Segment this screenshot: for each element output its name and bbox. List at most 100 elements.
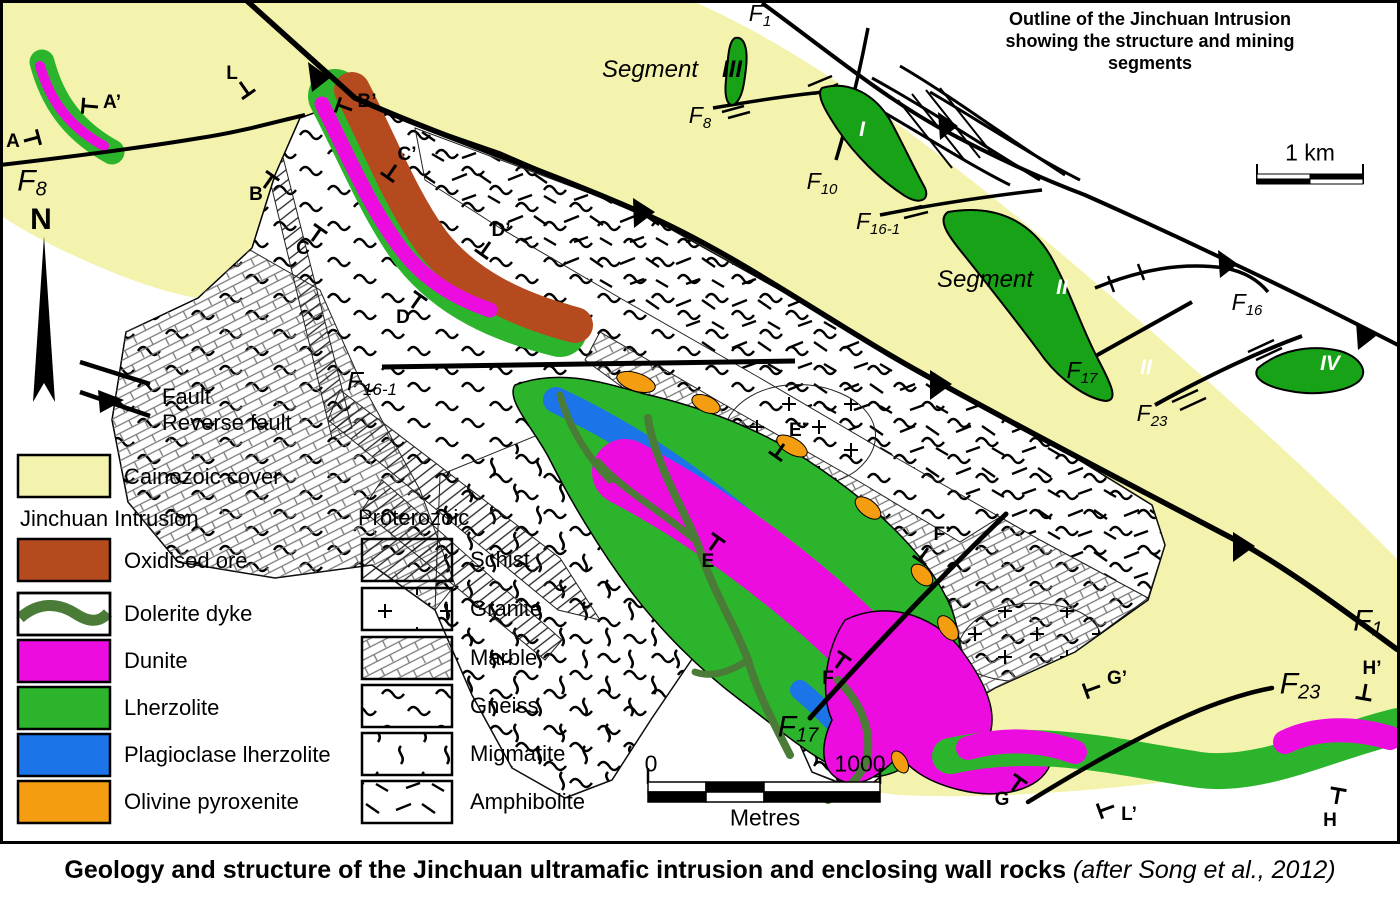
inset-segment-ii-body — [942, 208, 1114, 403]
swatch-dolerite — [16, 591, 113, 637]
swatch-dunite — [16, 638, 112, 684]
inset-segment-ii-num: II — [1056, 276, 1068, 299]
fault-label-f17: F17 — [777, 710, 819, 747]
map-frame — [0, 0, 1400, 844]
section-label-l2: L’ — [1121, 804, 1137, 825]
inset-fault-f16 — [1094, 264, 1270, 294]
swatch-gneiss — [360, 683, 454, 729]
south-dunite-east — [1273, 718, 1400, 754]
legend-dunite-label: Dunite — [124, 648, 188, 673]
figure-caption: Geology and structure of the Jinchuan ul… — [0, 856, 1400, 885]
inset-title-line1: Outline of the Jinchuan Intrusion — [1009, 9, 1291, 29]
inset-segment-ii-lower-num: II — [1140, 356, 1152, 379]
section-label-h: H — [1323, 810, 1337, 831]
inset-fault-label-f16-1: F16-1 — [855, 208, 901, 238]
inset-scale-label: 1 km — [1285, 139, 1335, 166]
section-label-e2: E’ — [789, 420, 807, 441]
segment-iii-band — [308, 69, 593, 357]
swatch-schist — [360, 537, 454, 583]
main-scale-bar — [646, 768, 882, 803]
legend-reverse-fault-label: Reverse fault — [162, 410, 292, 435]
reverse-fault-f1-line — [244, 0, 1400, 653]
northwest-sliver — [29, 49, 125, 165]
inset-map — [712, 1, 1399, 412]
inset-segment-iii-num: III — [721, 56, 743, 83]
north-arrow — [33, 236, 55, 402]
legend-gneiss-label: Gneiss — [470, 693, 539, 718]
section-label-f2: F’ — [933, 524, 951, 545]
oxidised-ore-band — [334, 72, 593, 343]
section-label-b: B — [249, 184, 263, 205]
section-label-g2: G’ — [1106, 668, 1128, 689]
legend-intrusion-heading: Jinchuan Intrusion — [20, 506, 199, 531]
olivine-pyroxenite-patches — [616, 370, 959, 774]
inset-segment-i-body — [819, 84, 928, 202]
inset-reverse-tooth — [1356, 322, 1376, 350]
inset-segment-ii-word: Segment — [936, 266, 1034, 293]
legend-granite-label: Granite — [470, 596, 543, 621]
caption-main: Geology and structure of the Jinchuan ul… — [64, 856, 1066, 884]
segment-ii-intrusion — [512, 370, 1051, 804]
inset-fault-label-f17: F17 — [1066, 357, 1098, 387]
swatch-marble — [360, 635, 454, 681]
inset-fault-f17 — [1091, 300, 1193, 360]
fault-label-f16-1: F16-1 — [347, 366, 397, 399]
inset-fault-label-f23: F23 — [1136, 400, 1168, 430]
section-label-g: G — [994, 789, 1010, 810]
fault-f17-line — [807, 511, 1009, 721]
swatch-plagioclase — [16, 732, 112, 778]
section-label-h2: H’ — [1362, 658, 1382, 679]
dunite-band — [314, 96, 498, 318]
inset-segment-i-num: I — [859, 118, 865, 141]
south-dunite-west — [956, 729, 1087, 764]
inset-title-line2: showing the structure and mining — [1005, 31, 1295, 51]
section-label-b2: B’ — [357, 91, 377, 112]
legend-cainozoic-label: Cainozoic cover — [124, 464, 281, 489]
legend-proterozoic-heading: Proterozoic — [358, 505, 470, 530]
southern-bodies — [932, 685, 1400, 805]
swatch-granite — [360, 586, 454, 632]
legend-dolerite-label: Dolerite dyke — [124, 601, 253, 626]
scale-zero-label: 0 — [644, 750, 658, 777]
fault-label-f23: F23 — [1279, 667, 1321, 704]
section-label-l: L — [226, 63, 238, 84]
swatch-oxidised — [16, 537, 112, 583]
fault-f16-1-line — [381, 358, 796, 370]
legend-fault-label: Fault — [162, 384, 211, 409]
inset-title-line3: segments — [1107, 53, 1193, 73]
reverse-fault-legend-tooth — [98, 390, 124, 413]
swatch-olivine — [16, 779, 112, 825]
legend-amphibolite-label: Amphibolite — [470, 789, 585, 814]
scale-unit-label: Metres — [729, 804, 801, 831]
inset-segment-iii-body — [724, 36, 748, 106]
inset-schist-hatch — [897, 87, 995, 169]
swatch-migmatite — [360, 731, 454, 777]
fault-label-f1: F1 — [1353, 604, 1383, 641]
north-label: N — [30, 203, 52, 236]
inset-title: Outline of the Jinchuan Intrusion showin… — [940, 8, 1360, 74]
fault-legend-line — [79, 359, 151, 387]
legend-schist-label: Schist — [470, 547, 530, 572]
section-label-d2: D’ — [491, 220, 511, 241]
reverse-fault-tooth — [633, 198, 655, 228]
inset-fault-f23 — [1154, 334, 1303, 407]
legend-lherzolite-label: Lherzolite — [124, 695, 220, 720]
section-label-d: D — [396, 307, 410, 328]
fault-f8-line — [0, 113, 306, 167]
inset-fault-label-f10: F10 — [806, 168, 838, 198]
swatch-cainozoic — [16, 453, 112, 499]
fault-f23-line — [1025, 685, 1275, 805]
inset-segment-iv-body — [1255, 347, 1365, 395]
section-label-c2: C’ — [397, 144, 417, 165]
inset-segment-iii-word: Segment — [601, 56, 699, 83]
legend-migmatite-label: Migmatite — [470, 741, 566, 766]
inset-reverse-tooth — [1218, 250, 1238, 278]
caption-reference: (after Song et al., 2012) — [1072, 856, 1336, 884]
inset-f16-ticks — [1106, 263, 1146, 293]
section-label-a2: A’ — [103, 92, 121, 113]
legend-graphics — [16, 236, 882, 825]
section-label-e: E — [701, 551, 715, 572]
geologic-map-canvas — [0, 0, 1400, 844]
sliver-dunite — [35, 61, 109, 151]
